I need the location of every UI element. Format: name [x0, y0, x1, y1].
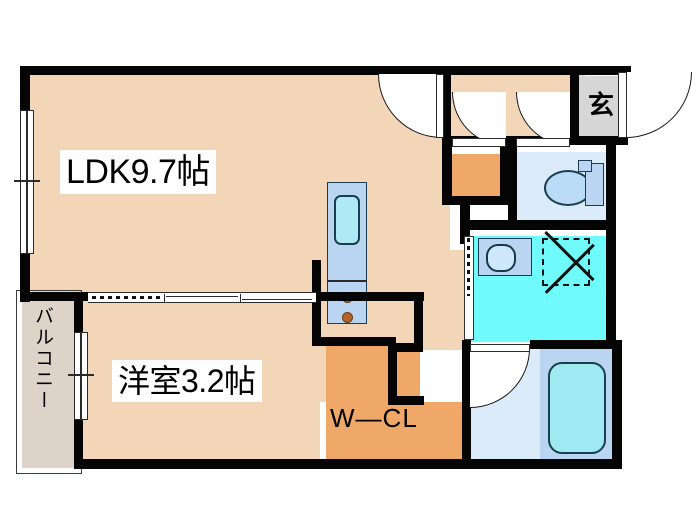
walkin-closet-fill-2 [326, 402, 466, 462]
partition-leaf-1 [166, 296, 238, 298]
partition-panel-1 [164, 294, 166, 303]
room-label-balcony: バルコニー [31, 306, 53, 411]
wall-right-toilet [606, 136, 616, 226]
bedroom-window-rail [80, 332, 82, 420]
hall-closet-fill [452, 154, 500, 196]
bedroom-partition-threshold [92, 296, 164, 299]
wall-left-lower [20, 252, 30, 302]
wall-ldk-bottom-right [312, 292, 424, 301]
wall-toilet-left [508, 136, 517, 224]
wall-wcl-mid [388, 343, 397, 403]
wall-hall-vert [442, 136, 452, 202]
wall-toilet-bottom [460, 220, 616, 230]
ldk-window-rail [26, 110, 28, 254]
wall-right-bath [612, 340, 622, 468]
kitchen-counter-divider [327, 280, 367, 282]
toilet-bowl [544, 170, 592, 206]
wall-wcl-left [312, 292, 321, 346]
wall-bath-top [530, 340, 620, 349]
wall-bath-left-upper [462, 340, 471, 350]
wall-wcl-right [462, 348, 471, 468]
room-label-genkan: 玄 [588, 90, 614, 120]
bathtub [548, 362, 606, 454]
toilet-lid [578, 160, 592, 172]
room-label-bedroom: 洋室3.2帖 [112, 360, 262, 402]
bath-door-leaf[interactable] [470, 344, 530, 352]
wall-corridor-right [414, 292, 423, 352]
washroom-door-dashes [467, 238, 470, 296]
toilet-door-leaf[interactable] [516, 138, 570, 147]
wall-hall-bottom [442, 196, 508, 205]
wall-top-outer [20, 66, 630, 75]
stove-burner-back [342, 312, 353, 323]
room-label-walkin-closet: W—CL [330, 403, 418, 433]
wall-corridor-step [388, 343, 423, 352]
wall-hall-closet-right [500, 136, 509, 204]
entrance-door-swing[interactable] [626, 72, 692, 138]
hall-closet-door-leaf[interactable] [452, 138, 506, 147]
room-label-ldk: LDK9.7帖 [60, 150, 216, 194]
wall-genkan-left [570, 66, 579, 138]
wall-bedroom-left-2 [74, 420, 83, 469]
wall-ldk-bottom-left [20, 292, 88, 301]
balcony-fill [22, 296, 80, 468]
wall-bedroom-left [74, 292, 83, 332]
wall-bottom-outer [74, 459, 622, 469]
kitchen-sink [334, 195, 360, 245]
wall-left-upper [20, 66, 30, 110]
wall-ldk-right [442, 74, 451, 136]
wall-wcl-step2 [388, 396, 424, 405]
partition-leaf-2 [242, 299, 312, 301]
bedroom-partition[interactable] [88, 292, 316, 303]
partition-panel-2 [240, 294, 242, 303]
wall-wcl-top [312, 337, 396, 346]
wall-washroom-left [460, 204, 470, 244]
wall-right-washroom [606, 226, 616, 346]
ldk-door-leaf[interactable] [436, 74, 444, 138]
toilet-tank [585, 163, 604, 206]
washer-space [542, 238, 590, 286]
entrance-door-leaf[interactable] [618, 72, 627, 138]
vanity-basin [486, 244, 516, 272]
wall-ldk-east [312, 260, 321, 294]
